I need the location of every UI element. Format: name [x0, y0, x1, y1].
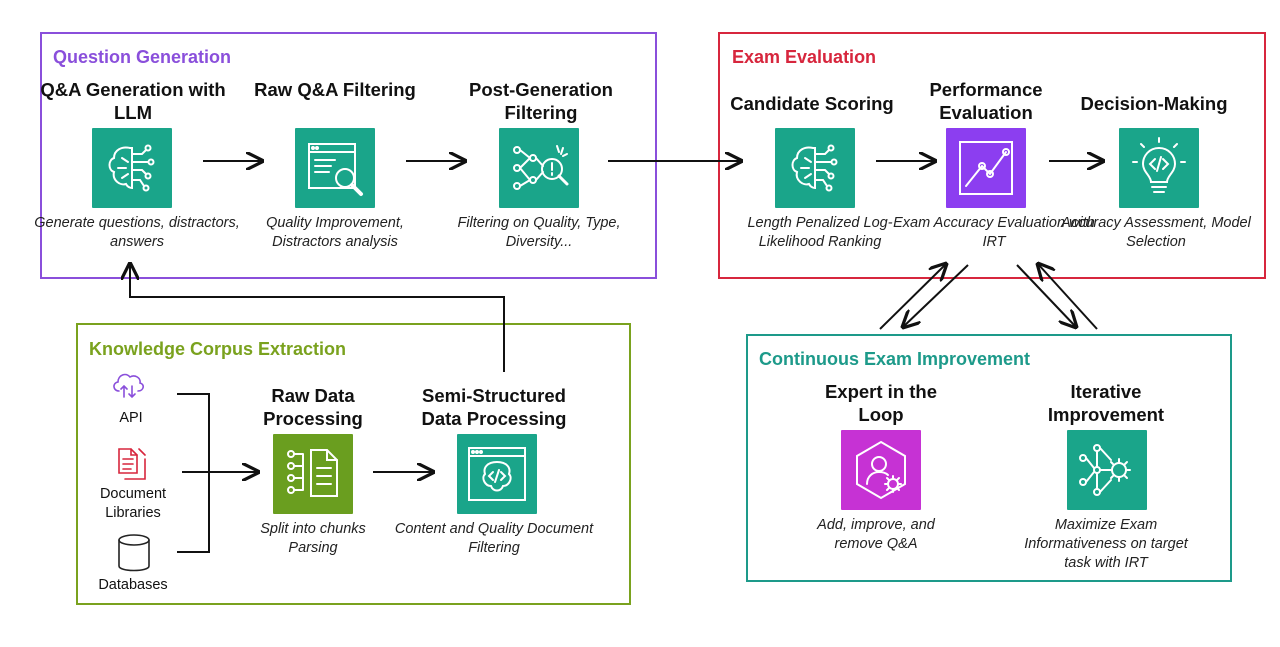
step-title-raw-qa-filtering: Raw Q&A Filtering: [254, 79, 416, 100]
panel-title: Exam Evaluation: [732, 47, 877, 67]
arrow-expert-to-evaluation: [879, 264, 946, 330]
window-brain-code-icon: [457, 434, 537, 514]
window-search-icon: [295, 128, 375, 208]
panel-title: Continuous Exam Improvement: [759, 349, 1031, 369]
database-icon: [116, 533, 152, 573]
network-gear-icon: [1067, 430, 1147, 510]
step-desc-qa-generation: Generate questions, distractors, answers: [34, 215, 240, 250]
arrow-corpus-to-question-generation: [130, 264, 505, 372]
cloud-sync-icon: [110, 369, 146, 399]
brain-circuit-icon: [775, 128, 855, 208]
panel-title: Knowledge Corpus Extraction: [89, 339, 347, 359]
source-label-document-libraries: Document Libraries: [99, 486, 167, 521]
user-gear-icon: [841, 430, 921, 510]
source-label-databases: Databases: [98, 577, 168, 593]
documents-icon: [117, 443, 149, 481]
network-filter-icon: [499, 128, 579, 208]
step-title-iterative-improvement: Iterative Improvement: [1047, 381, 1165, 425]
step-desc-post-generation-filtering: Filtering on Quality, Type, Diversity...: [457, 215, 621, 250]
step-title-qa-generation: Q&A Generation with LLM: [40, 79, 226, 123]
step-title-raw-data-processing: Raw Data Processing: [263, 385, 363, 429]
step-desc-iterative-improvement: Maximize Exam Informativeness on target …: [1024, 517, 1188, 571]
source-label-api: API: [119, 410, 143, 426]
step-desc-raw-data-processing: Split into chunks Parsing: [260, 521, 366, 556]
step-title-candidate-scoring: Candidate Scoring: [730, 93, 894, 114]
step-title-expert-in-the-loop: Expert in the Loop: [824, 381, 938, 425]
arrow-iterative-to-evaluation: [1038, 264, 1098, 330]
knowledge-corpus-panel: Knowledge Corpus Extraction: [76, 323, 631, 605]
continuous-improvement-panel: Continuous Exam Improvement: [746, 334, 1232, 582]
step-desc-raw-qa-filtering: Quality Improvement, Distractors analysi…: [266, 215, 404, 250]
panel-title: Question Generation: [53, 47, 232, 67]
step-title-semi-structured-processing: Semi-Structured Data Processing: [421, 385, 567, 429]
step-desc-decision-making: Accuracy Assessment, Model Selection: [1061, 215, 1251, 250]
arrow-evaluation-to-iterative: [1016, 264, 1076, 327]
step-desc-performance-evaluation: Exam Accuracy Evaluation with IRT: [893, 215, 1095, 250]
trend-chart-icon: [946, 128, 1026, 208]
step-desc-expert-in-the-loop: Add, improve, and remove Q&A: [817, 517, 935, 552]
exam-evaluation-panel: Exam Evaluation: [718, 32, 1266, 279]
lightbulb-code-icon: [1119, 128, 1199, 208]
step-title-decision-making: Decision-Making: [1080, 93, 1228, 114]
step-desc-candidate-scoring: Length Penalized Log-Likelihood Ranking: [747, 215, 893, 250]
step-desc-semi-structured-processing: Content and Quality Document Filtering: [394, 521, 594, 556]
step-title-performance-evaluation: Performance Evaluation: [929, 79, 1043, 123]
step-title-post-generation-filtering: Post-Generation Filtering: [469, 79, 613, 123]
arrow-evaluation-to-expert: [903, 264, 969, 327]
document-chunks-icon: [273, 434, 353, 514]
question-generation-panel: Question Generation: [40, 32, 657, 279]
brain-circuit-icon: [92, 128, 172, 208]
